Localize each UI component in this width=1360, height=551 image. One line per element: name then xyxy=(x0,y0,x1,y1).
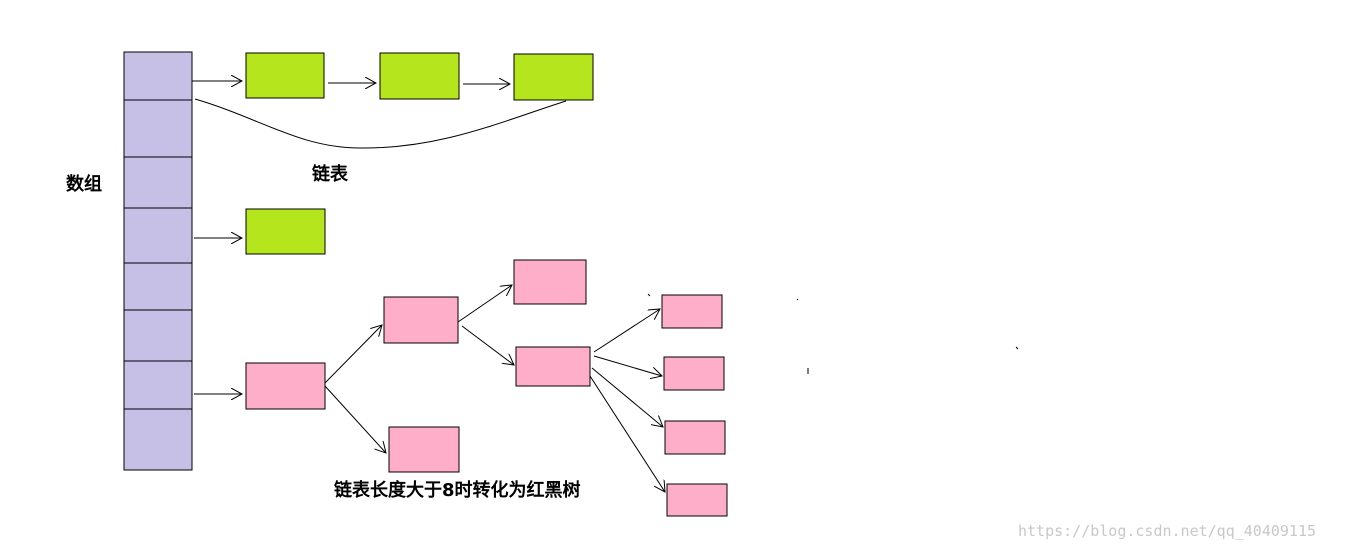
tree-node-root xyxy=(245,362,326,410)
list-node xyxy=(513,53,594,101)
tree-node xyxy=(663,356,725,391)
tree-node xyxy=(383,296,459,344)
array-cell xyxy=(123,156,193,209)
array-cell xyxy=(123,408,193,471)
arrow xyxy=(461,325,514,365)
list-node xyxy=(245,208,326,255)
arrow xyxy=(324,325,382,384)
array-cell xyxy=(123,99,193,158)
connectors xyxy=(192,81,665,492)
array-cell xyxy=(123,309,193,362)
linked-list xyxy=(245,52,594,255)
tree-node xyxy=(513,259,587,305)
array-cell xyxy=(123,360,193,410)
tree-node xyxy=(666,483,728,517)
curved-connector xyxy=(194,98,567,149)
tree-node xyxy=(661,294,723,329)
stray-marks xyxy=(647,293,1019,374)
list-node xyxy=(379,52,460,100)
red-black-tree xyxy=(245,259,728,517)
arrow xyxy=(593,309,660,353)
arrow xyxy=(593,355,662,376)
tree-node xyxy=(388,426,460,473)
tree-caption: 链表长度大于8时转化为红黑树 xyxy=(334,480,581,501)
arrow xyxy=(591,367,663,427)
tree-node xyxy=(515,346,591,387)
array-column xyxy=(123,51,193,471)
arrow xyxy=(324,385,386,453)
array-cell xyxy=(123,207,193,264)
list-node xyxy=(245,52,325,99)
array-label: 数组 xyxy=(66,174,102,195)
linked-list-label: 链表 xyxy=(312,164,348,185)
arrow xyxy=(589,375,665,492)
array-cell xyxy=(123,51,193,101)
watermark: https://blog.csdn.net/qq_40409115 xyxy=(1018,522,1317,540)
arrow xyxy=(457,285,512,323)
tree-node xyxy=(664,420,726,455)
array-cell xyxy=(123,262,193,311)
